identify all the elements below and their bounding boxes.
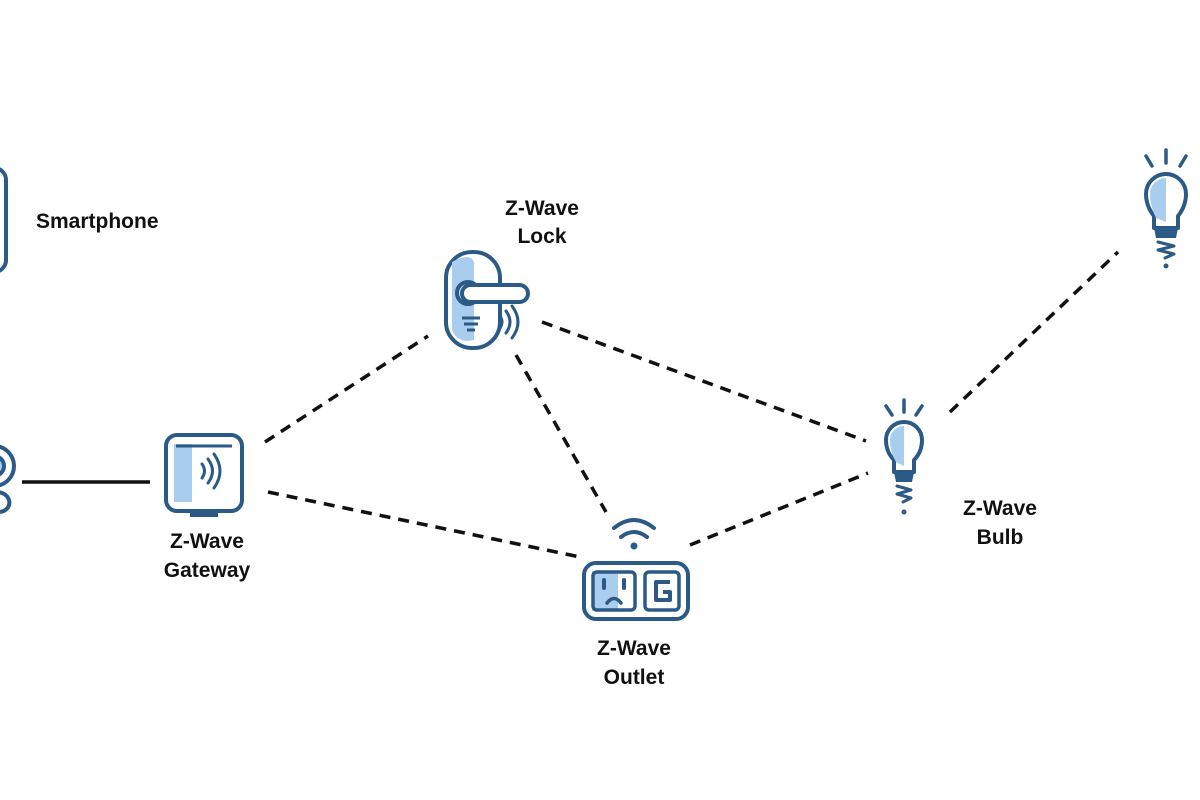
bulb-label-line2: Bulb <box>977 526 1024 549</box>
link-lock-bulb <box>541 320 867 443</box>
bulb-label-line1: Z-Wave <box>963 497 1037 520</box>
smartphone-icon <box>0 167 8 273</box>
outlet-node: Z-Wave Outlet <box>582 518 690 689</box>
lock-node: Z-Wave Lock <box>444 197 579 350</box>
bulb-node: Z-Wave Bulb <box>884 398 1037 549</box>
link-gateway-lock <box>264 334 429 444</box>
router-node <box>0 444 16 514</box>
link-bulb-bulbfar <box>948 250 1120 414</box>
wifi-icon <box>612 518 656 550</box>
gateway-node: Z-Wave Gateway <box>164 433 251 582</box>
router-icon <box>0 444 16 514</box>
signal-waves-icon <box>200 452 222 490</box>
outlet-icon <box>582 561 690 621</box>
bulb-far-node <box>1144 148 1188 269</box>
door-lock-icon <box>444 250 530 350</box>
gateway-label-line1: Z-Wave <box>170 530 244 553</box>
smartphone-node: Smartphone <box>0 167 159 273</box>
gateway-icon <box>164 433 244 517</box>
link-lock-outlet <box>514 354 608 513</box>
link-gateway-outlet <box>267 490 581 559</box>
light-bulb-icon <box>884 398 924 515</box>
links <box>22 250 1120 559</box>
lock-label-line1: Z-Wave <box>505 197 579 220</box>
light-bulb-icon <box>1144 148 1188 269</box>
outlet-label-line2: Outlet <box>604 666 665 689</box>
smartphone-label: Smartphone <box>36 210 159 233</box>
gateway-label-line2: Gateway <box>164 559 251 582</box>
link-outlet-bulb <box>689 471 869 547</box>
lock-label-line2: Lock <box>517 225 566 248</box>
outlet-label-line1: Z-Wave <box>597 637 671 660</box>
signal-waves-icon <box>498 304 520 340</box>
